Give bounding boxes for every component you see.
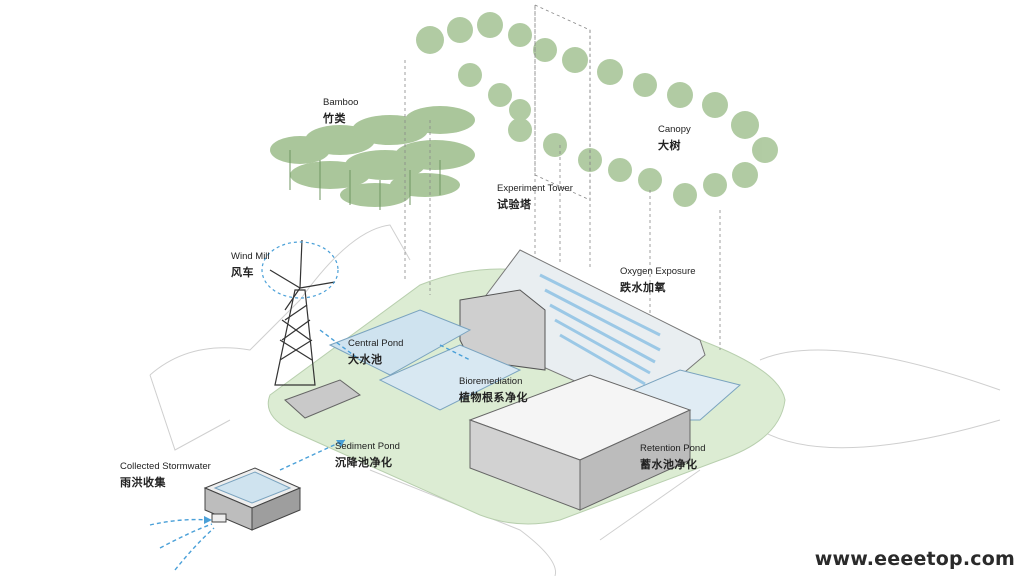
foreground-building-front	[579, 409, 691, 511]
label-bio-en: Bioremediation	[459, 376, 523, 387]
bioremediation-pond	[378, 344, 522, 411]
label-windmill-zh: 风车	[231, 267, 254, 279]
label-tower-zh: 试验塔	[497, 199, 532, 211]
label-central-zh: 大水池	[348, 354, 383, 366]
watermark: www.eeeetop.com	[814, 548, 1015, 570]
stormwater-tank-right	[251, 487, 301, 531]
label-retention-zh: 蓄水池净化	[640, 459, 698, 471]
stormwater-pipe	[211, 513, 227, 523]
terrace-stripes	[539, 273, 661, 386]
wind-mill	[261, 239, 339, 386]
bamboo-grove	[270, 106, 475, 207]
label-sediment: Sediment Pond 沉降池净化	[335, 440, 400, 470]
flow-arrows	[149, 329, 471, 571]
label-central: Central Pond 大水池	[348, 337, 403, 367]
label-canopy-en: Canopy	[658, 124, 691, 135]
label-windmill-en: Wind Mill	[231, 251, 270, 262]
label-bamboo-en: Bamboo	[323, 97, 359, 108]
label-oxygen-en: Oxygen Exposure	[620, 266, 696, 277]
label-stormwater-zh: 雨洪收集	[120, 477, 166, 489]
experiment-tower	[459, 289, 546, 371]
label-bio: Bioremediation 植物根系净化	[459, 375, 528, 405]
label-sediment-zh: 沉降池净化	[335, 457, 393, 469]
label-tower: Experiment Tower 试验塔	[497, 182, 573, 212]
central-pond	[328, 309, 472, 376]
label-stormwater-en: Collected Stormwater	[120, 461, 211, 472]
label-oxygen: Oxygen Exposure 跌水加氧	[620, 265, 696, 295]
label-tower-en: Experiment Tower	[497, 183, 573, 194]
label-retention-en: Retention Pond	[640, 443, 706, 454]
label-bio-zh: 植物根系净化	[459, 392, 528, 404]
label-stormwater: Collected Stormwater 雨洪收集	[120, 460, 211, 490]
projection-lines	[404, 4, 721, 350]
label-canopy-zh: 大树	[658, 140, 681, 152]
canopy-trees	[416, 12, 778, 207]
label-sediment-en: Sediment Pond	[335, 441, 400, 452]
label-windmill: Wind Mill 风车	[231, 250, 270, 280]
label-central-en: Central Pond	[348, 338, 404, 349]
flow-arrowheads	[204, 440, 345, 524]
label-bamboo: Bamboo 竹类	[323, 96, 358, 126]
label-canopy: Canopy 大树	[658, 123, 691, 153]
label-retention: Retention Pond 蓄水池净化	[640, 442, 706, 472]
sediment-pond	[284, 379, 361, 419]
label-oxygen-zh: 跌水加氧	[620, 282, 666, 294]
label-bamboo-zh: 竹类	[323, 113, 346, 125]
bamboo-stems	[289, 150, 441, 210]
stormwater-tank-water	[213, 471, 292, 504]
road-outlines	[149, 224, 1001, 576]
